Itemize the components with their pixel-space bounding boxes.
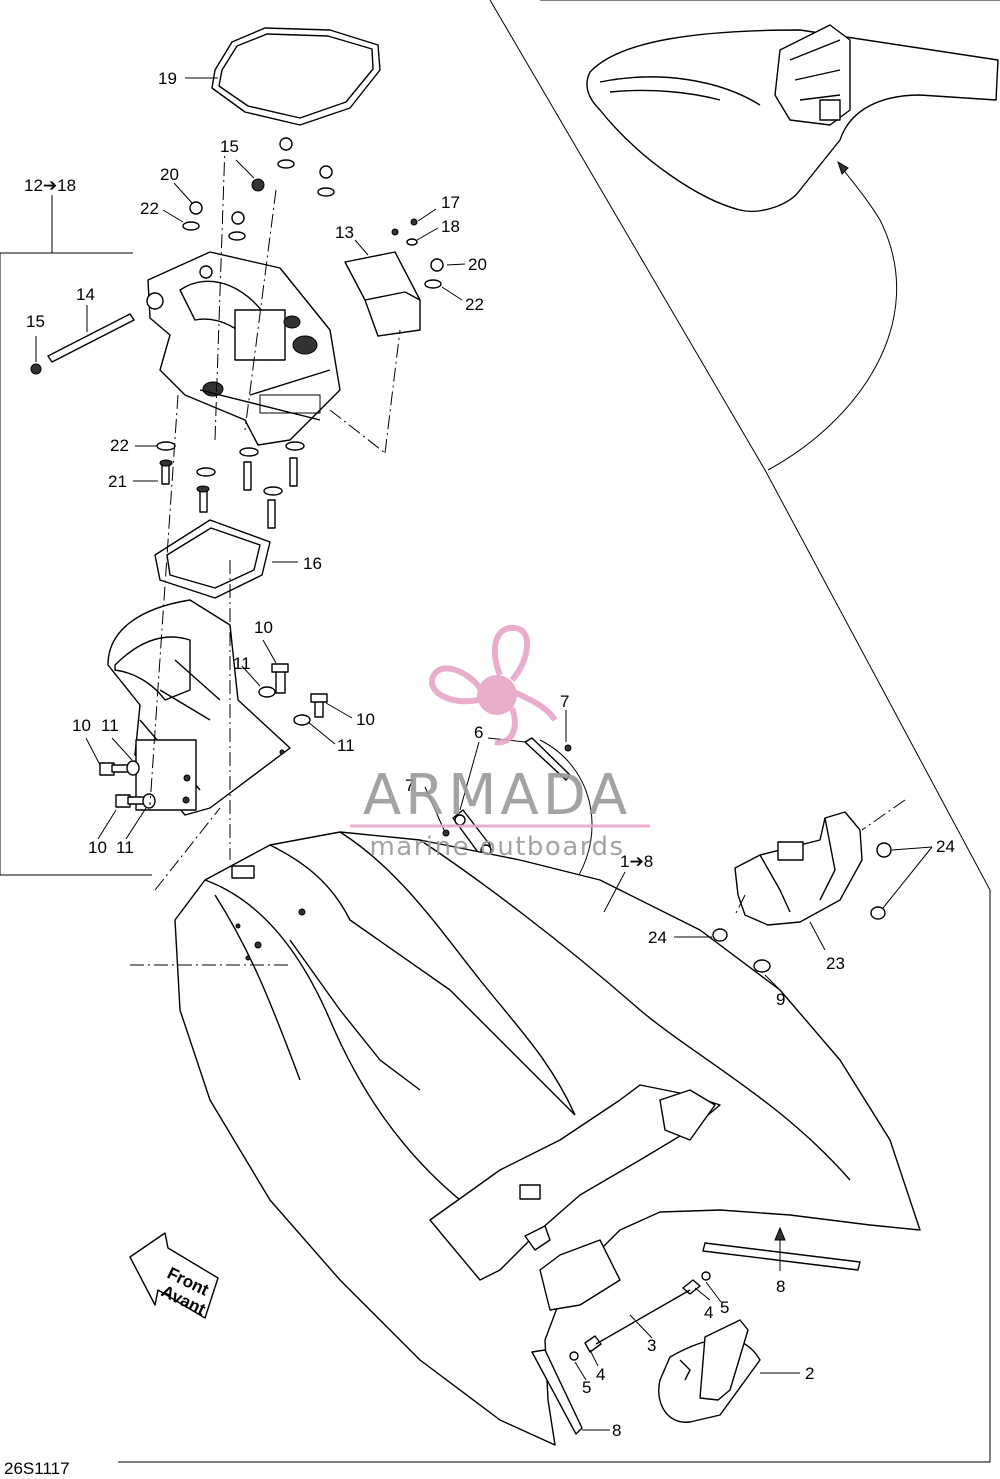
label-24-right: 24 xyxy=(936,837,955,856)
link-6 xyxy=(442,737,572,856)
label-5-upper: 5 xyxy=(720,1298,729,1317)
label-1-8: 1➔8 xyxy=(620,852,653,871)
front-arrow: Front Avant xyxy=(129,1232,219,1319)
leader-lines xyxy=(35,77,933,1431)
lower-parts xyxy=(531,1242,861,1435)
label-15-left: 15 xyxy=(26,312,45,331)
label-8-lower: 8 xyxy=(612,1421,621,1440)
armada-watermark: ARMADA marine outboards xyxy=(350,624,650,862)
label-14: 14 xyxy=(76,285,95,304)
label-11-b: 11 xyxy=(337,736,355,755)
screws-21 xyxy=(156,441,305,529)
bolts-10 xyxy=(99,663,328,809)
gasket-16 xyxy=(154,519,271,599)
label-4-upper: 4 xyxy=(704,1303,713,1322)
label-20-right: 20 xyxy=(468,255,487,274)
label-3: 3 xyxy=(647,1336,656,1355)
label-20-left: 20 xyxy=(160,165,179,184)
label-19: 19 xyxy=(158,69,177,88)
upper-hardware xyxy=(182,137,444,289)
propeller-logo-icon xyxy=(429,624,558,746)
label-10-b: 10 xyxy=(356,710,375,729)
bracket-13 xyxy=(344,251,421,337)
label-2: 2 xyxy=(805,1364,814,1383)
label-4-lower: 4 xyxy=(596,1365,605,1384)
label-15-upper: 15 xyxy=(220,137,239,156)
label-10-d: 10 xyxy=(88,838,107,857)
diagram-code: 26S1117 xyxy=(4,1459,70,1478)
label-17: 17 xyxy=(441,193,460,212)
label-13: 13 xyxy=(335,223,354,242)
watermark-brand: ARMADA xyxy=(363,763,631,828)
label-5-lower: 5 xyxy=(582,1378,591,1397)
label-22-left: 22 xyxy=(140,199,159,218)
upper-bracket-housing xyxy=(146,251,341,446)
label-8-upper: 8 xyxy=(776,1277,785,1296)
label-11-c: 11 xyxy=(101,716,119,735)
label-6: 6 xyxy=(474,723,483,742)
seat-inset-view xyxy=(586,24,999,471)
label-11-d: 11 xyxy=(116,838,134,857)
gasket-19 xyxy=(211,27,381,126)
seat-body xyxy=(130,144,921,1446)
label-7-left: 7 xyxy=(405,776,414,795)
label-22-lower: 22 xyxy=(110,436,129,455)
label-24-left: 24 xyxy=(648,928,667,947)
label-18: 18 xyxy=(441,217,460,236)
bracket-23 xyxy=(712,799,906,973)
label-9: 9 xyxy=(776,990,785,1009)
rod-14 xyxy=(30,313,135,375)
label-12-18: 12➔18 xyxy=(24,176,76,195)
label-21: 21 xyxy=(108,472,127,491)
label-16: 16 xyxy=(303,554,322,573)
label-10-c: 10 xyxy=(72,716,91,735)
label-23: 23 xyxy=(826,954,845,973)
label-7-upper: 7 xyxy=(560,692,569,711)
label-10-a: 10 xyxy=(254,618,273,637)
label-22-right: 22 xyxy=(465,295,484,314)
label-11-a: 11 xyxy=(233,654,251,673)
watermark-tagline: marine outboards xyxy=(369,832,624,862)
callout-labels: 19 15 20 12➔18 22 14 15 13 17 18 20 22 2… xyxy=(4,69,955,1478)
